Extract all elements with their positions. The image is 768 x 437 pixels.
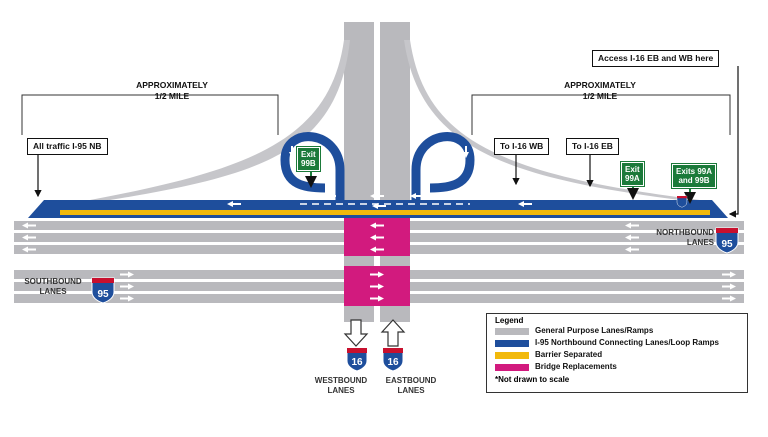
exit-sign-99a-99b: Exits 99A and 99B <box>670 163 718 189</box>
loop-arrows <box>289 146 469 158</box>
northbound-lanes-label: NORTHBOUND LANES <box>640 228 714 248</box>
direction-arrow-icon <box>120 271 134 278</box>
i95-shield-icon <box>676 195 688 208</box>
i16-shield-icon: 16 <box>346 347 368 372</box>
westbound-line2: LANES <box>327 386 355 395</box>
callout-to-i16-wb: To I-16 WB <box>494 138 550 155</box>
direction-arrow-icon <box>22 246 36 253</box>
westbound-lanes-label: WESTBOUND LANES <box>306 376 376 396</box>
legend-swatch <box>495 364 529 371</box>
direction-arrow-icon <box>410 193 424 199</box>
i16-number-label: 16 <box>351 357 363 368</box>
i16-number-label: 16 <box>387 357 399 368</box>
direction-arrow-icon <box>322 193 336 199</box>
legend-swatch <box>495 328 529 335</box>
southbound-line2: LANES <box>39 287 67 296</box>
left-distance-bracket <box>21 94 279 135</box>
direction-arrow-icon <box>722 295 736 302</box>
exit-99b-line1: Exit <box>301 150 316 159</box>
southbound-lanes-label: SOUTHBOUND LANES <box>16 277 90 297</box>
barrier-separator <box>60 210 710 215</box>
exits-99a-99b-line1: Exits 99A <box>676 167 713 176</box>
direction-arrow-icon <box>463 146 469 158</box>
loop-ramp-east <box>411 132 475 200</box>
direction-arrow-icon <box>370 222 384 229</box>
legend-label: General Purpose Lanes/Ramps <box>535 326 654 335</box>
legend-footnote: *Not drawn to scale <box>495 375 570 384</box>
eastbound-lanes-label: EASTBOUND LANES <box>376 376 446 396</box>
direction-arrow-icon <box>370 283 384 290</box>
legend-swatch <box>495 340 529 347</box>
direction-arrows <box>22 193 736 302</box>
leader-lines <box>34 66 739 218</box>
left-distance-line2: 1/2 MILE <box>154 91 190 101</box>
legend-label: Barrier Separated <box>535 350 603 359</box>
distance-brackets <box>21 94 731 135</box>
legend-label: I-95 Northbound Connecting Lanes/Loop Ra… <box>535 338 719 347</box>
legend-label: Bridge Replacements <box>535 362 617 371</box>
direction-arrow-icon <box>289 146 295 158</box>
right-distance-bracket <box>471 94 731 135</box>
callout-access-i16: Access I-16 EB and WB here <box>592 50 720 67</box>
direction-arrow-icon <box>722 271 736 278</box>
right-distance-note: APPROXIMATELY 1/2 MILE <box>540 80 660 102</box>
northbound-line1: NORTHBOUND <box>656 228 714 237</box>
exit-sign-99a: Exit 99A <box>620 161 645 187</box>
direction-arrow-icon <box>370 271 384 278</box>
legend: Legend General Purpose Lanes/Ramps I-95 … <box>486 313 748 393</box>
i95-shield-icon: 95 <box>91 277 115 304</box>
eastbound-line1: EASTBOUND <box>385 376 437 385</box>
direction-arrow-icon <box>227 201 241 207</box>
loop-ramp-west <box>280 132 345 200</box>
i95-shield-icon: 95 <box>715 227 739 254</box>
legend-title: Legend <box>495 316 524 325</box>
exits-99a-99b-line2: and 99B <box>678 176 710 185</box>
direction-arrow-icon <box>370 234 384 241</box>
direction-arrow-icon <box>625 222 639 229</box>
direction-arrow-icon <box>120 295 134 302</box>
left-distance-note: APPROXIMATELY 1/2 MILE <box>112 80 232 102</box>
westbound-arrow-icon <box>343 319 369 347</box>
direction-arrow-icon <box>120 283 134 290</box>
exit-99a-line2: 99A <box>625 174 640 183</box>
southbound-line1: SOUTHBOUND <box>24 277 82 286</box>
direction-arrow-icon <box>518 201 532 207</box>
direction-arrow-icon <box>625 234 639 241</box>
direction-arrow-icon <box>722 283 736 290</box>
direction-arrow-icon <box>370 246 384 253</box>
callout-to-i16-eb: To I-16 EB <box>566 138 619 155</box>
direction-arrow-icon <box>150 193 164 199</box>
exit-99b-line2: 99B <box>301 159 316 168</box>
i95-number-label: 95 <box>97 289 109 300</box>
eastbound-line2: LANES <box>397 386 425 395</box>
i16-direction-arrows <box>343 319 406 347</box>
exit-99a-line1: Exit <box>625 165 640 174</box>
direction-arrow-icon <box>22 234 36 241</box>
leader-access-i16 <box>728 66 739 218</box>
i95-number-label: 95 <box>721 239 733 250</box>
left-distance-line1: APPROXIMATELY <box>136 80 208 90</box>
direction-arrow-icon <box>22 222 36 229</box>
right-distance-line2: 1/2 MILE <box>582 91 618 101</box>
legend-swatch <box>495 352 529 359</box>
direction-arrow-icon <box>372 203 386 209</box>
i16-shield-icon: 16 <box>382 347 404 372</box>
callout-all-traffic-nb: All traffic I-95 NB <box>27 138 108 155</box>
exit-sign-99b: Exit 99B <box>296 146 321 172</box>
direction-arrow-icon <box>370 295 384 302</box>
direction-arrow-icon <box>625 246 639 253</box>
northbound-line2: LANES <box>686 238 714 247</box>
eastbound-arrow-icon <box>380 319 406 347</box>
direction-arrow-icon <box>590 193 604 199</box>
westbound-line1: WESTBOUND <box>314 376 368 385</box>
direction-arrow-icon <box>370 193 384 199</box>
right-distance-line1: APPROXIMATELY <box>564 80 636 90</box>
